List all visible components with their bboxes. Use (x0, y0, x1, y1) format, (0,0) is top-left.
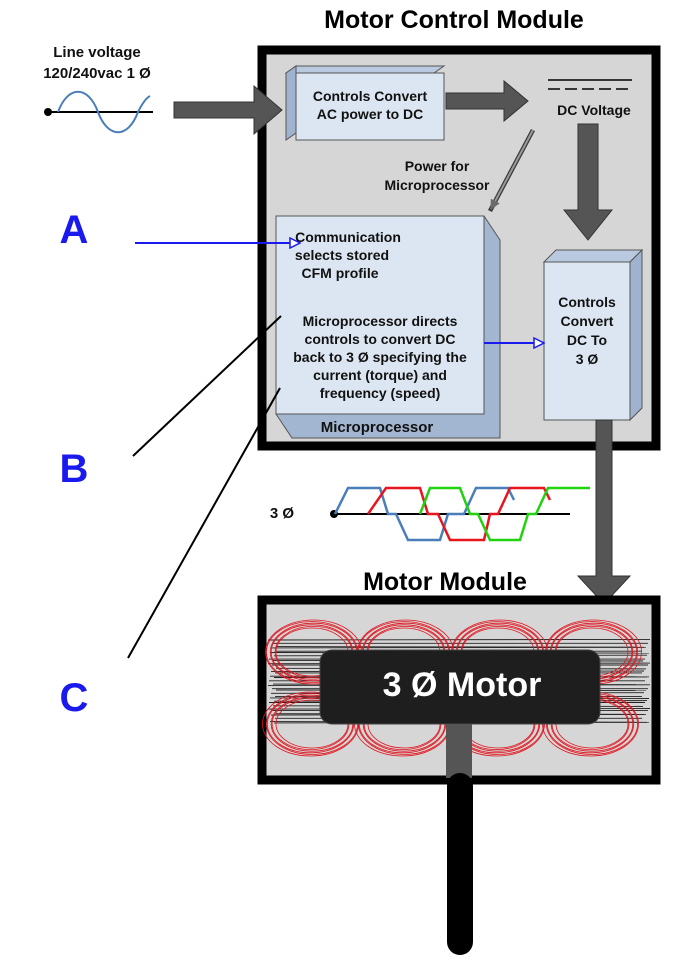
three-phase-label: 3 Ø (270, 505, 295, 522)
dc-down-arrow (562, 123, 614, 241)
callout-b-line (132, 315, 282, 457)
motor-module-title: Motor Module (363, 568, 527, 596)
dc-to-3ph-line2: Convert (561, 313, 614, 329)
ac-to-dc-arrow (445, 79, 529, 123)
comm-line1: Communication (295, 229, 401, 245)
motor-control-module-title: Motor Control Module (324, 6, 584, 34)
ac-to-dc-box: Controls Convert AC power to DC (284, 65, 446, 141)
power-for-label-line1: Power for (405, 158, 470, 174)
line-voltage-label: Line voltage (53, 44, 141, 61)
motor-label: 3 Ø Motor (383, 666, 542, 704)
callout-c-label: C (60, 676, 89, 720)
dc-to-3ph-box: Controls Convert DC To 3 Ø (542, 248, 644, 422)
dc-to-3ph-line1: Controls (558, 294, 616, 310)
micro-line4: current (torque) and (313, 367, 447, 383)
microprocessor-label: Microprocessor (321, 419, 434, 436)
three-phase-down-arrow (576, 419, 632, 605)
sine-wave-icon (44, 91, 153, 133)
dc-to-3ph-line3: DC To (567, 332, 607, 348)
comm-line3: CFM profile (302, 265, 379, 281)
micro-line5: frequency (speed) (320, 385, 441, 401)
callout-b-label: B (60, 447, 89, 491)
micro-line2: controls to convert DC (305, 331, 456, 347)
comm-line2: selects stored (295, 247, 389, 263)
dc-voltage-icon (548, 79, 632, 90)
callout-a-label: A (60, 208, 89, 252)
power-for-label-line2: Microprocessor (384, 177, 490, 193)
dc-to-3ph-line4: 3 Ø (576, 351, 599, 367)
ac-to-dc-line1: Controls Convert (313, 88, 428, 104)
ac-to-dc-line2: AC power to DC (317, 106, 424, 122)
power-for-microprocessor-arrow (490, 129, 534, 210)
dc-voltage-label: DC Voltage (557, 102, 631, 118)
line-voltage-rating: 120/240vac 1 Ø (43, 65, 151, 82)
line-in-arrow (173, 84, 283, 136)
microprocessor-box: Microprocessor Communication selects sto… (275, 215, 501, 439)
shaft-inner (446, 724, 472, 778)
three-phase-waveform (330, 486, 590, 542)
callout-c-line (127, 387, 281, 659)
micro-line3: back to 3 Ø specifying the (293, 349, 467, 365)
micro-line1: Microprocessor directs (303, 313, 458, 329)
